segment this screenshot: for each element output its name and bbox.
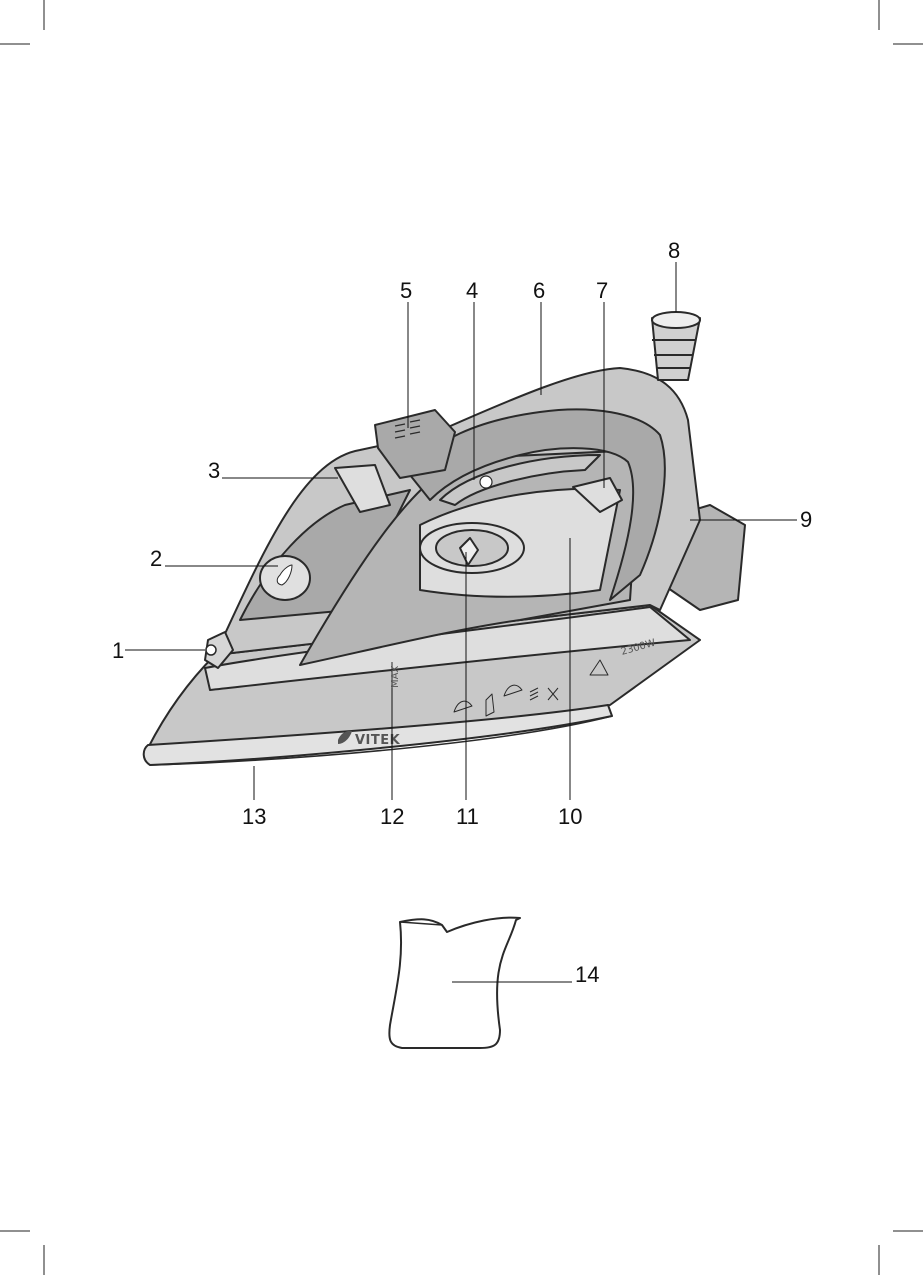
brand-label: VITEK: [355, 733, 401, 748]
callout-4: 4: [466, 278, 478, 303]
callout-13: 13: [242, 804, 266, 829]
callout-12: 12: [380, 804, 404, 829]
callout-2: 2: [150, 546, 162, 571]
self-clean-button: [480, 476, 492, 488]
callout-7: 7: [596, 278, 608, 303]
callout-10: 10: [558, 804, 582, 829]
iron-illustration: [144, 312, 745, 765]
callout-8: 8: [668, 238, 680, 263]
spray-nozzle-tip: [206, 645, 216, 655]
callout-14: 14: [575, 962, 599, 987]
callout-11: 11: [456, 804, 479, 829]
max-label: MAX: [390, 666, 401, 688]
callout-9: 9: [800, 507, 812, 532]
callout-5: 5: [400, 278, 412, 303]
callout-6: 6: [533, 278, 545, 303]
cord-outlet: [652, 312, 700, 380]
callout-3: 3: [208, 458, 220, 483]
callout-1: 1: [112, 638, 124, 663]
measuring-cup: [389, 918, 520, 1048]
